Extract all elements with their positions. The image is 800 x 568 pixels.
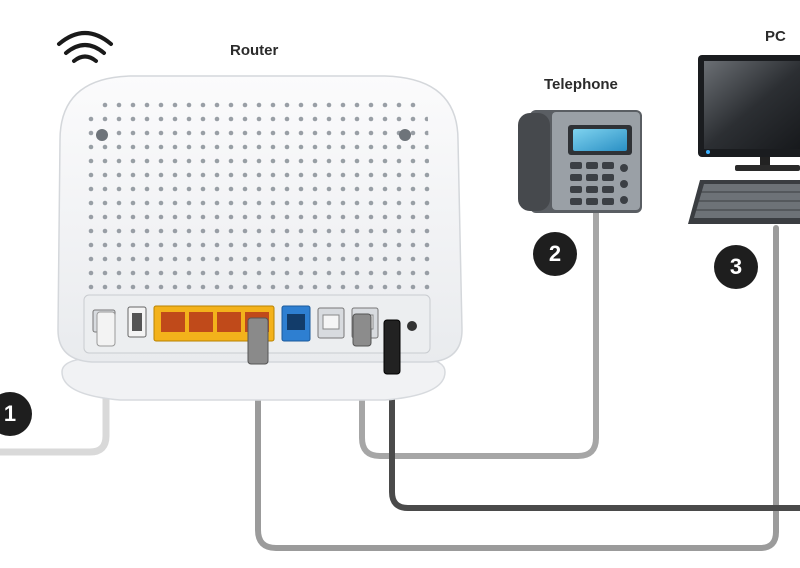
cable-telephone [359, 209, 599, 459]
step-badge-2: 2 [533, 232, 577, 276]
router-label: Router [230, 42, 279, 59]
cable-ethernet-pc [255, 225, 779, 551]
telephone-label: Telephone [544, 76, 618, 93]
cables [0, 209, 800, 551]
router-icon [57, 75, 463, 401]
cable-power [389, 369, 800, 511]
step-badge-1: 1 [0, 392, 32, 436]
cable-phone-line [0, 341, 110, 456]
telephone-icon [518, 110, 642, 213]
computer-icon [688, 55, 800, 224]
wifi-icon [57, 31, 113, 63]
pc-label: PC [765, 28, 786, 45]
step-badge-3: 3 [714, 245, 758, 289]
